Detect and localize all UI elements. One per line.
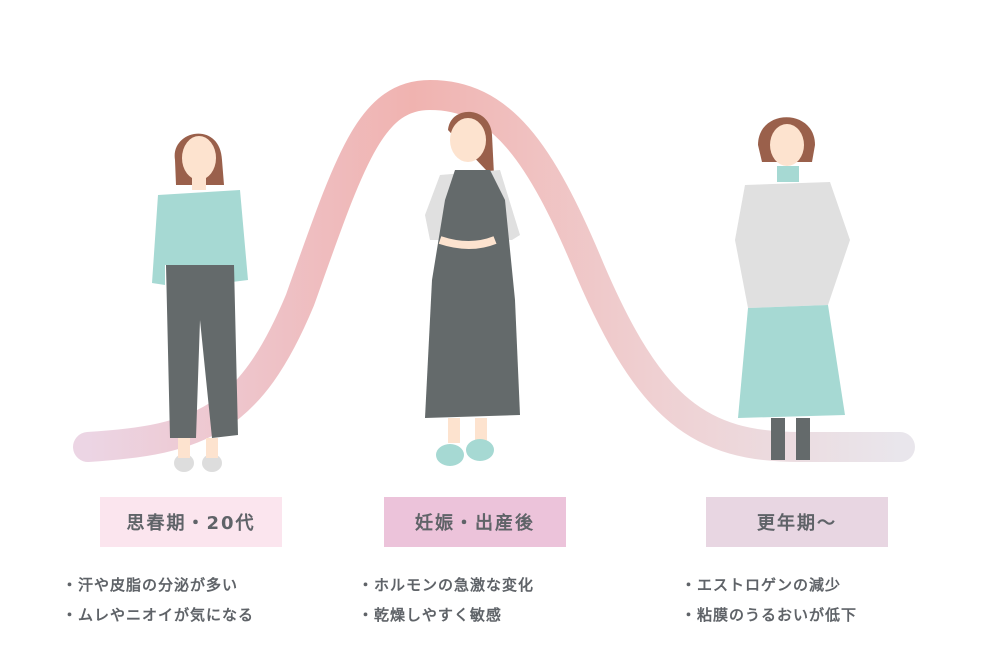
hormone-curve [73,79,915,462]
stage-points-teen: 汗や皮脂の分泌が多い ムレやニオイが気になる [62,570,254,630]
point: ホルモンの急激な変化 [358,570,534,600]
stage-label-teen: 思春期・20代 [100,497,282,547]
point: エストロゲンの減少 [681,570,857,600]
stage-points-pregnancy: ホルモンの急激な変化 乾燥しやすく敏感 [358,570,534,630]
point: 乾燥しやすく敏感 [358,600,534,630]
figure-teen [152,133,248,472]
stage-label-pregnancy: 妊娠・出産後 [384,497,566,547]
stage-points-menopause: エストロゲンの減少 粘膜のうるおいが低下 [681,570,857,630]
figure-pregnant [425,111,520,466]
stage-label-menopause: 更年期～ [706,497,888,547]
point: 汗や皮脂の分泌が多い [62,570,254,600]
point: 粘膜のうるおいが低下 [681,600,857,630]
point: ムレやニオイが気になる [62,600,254,630]
figure-mature [735,117,850,460]
